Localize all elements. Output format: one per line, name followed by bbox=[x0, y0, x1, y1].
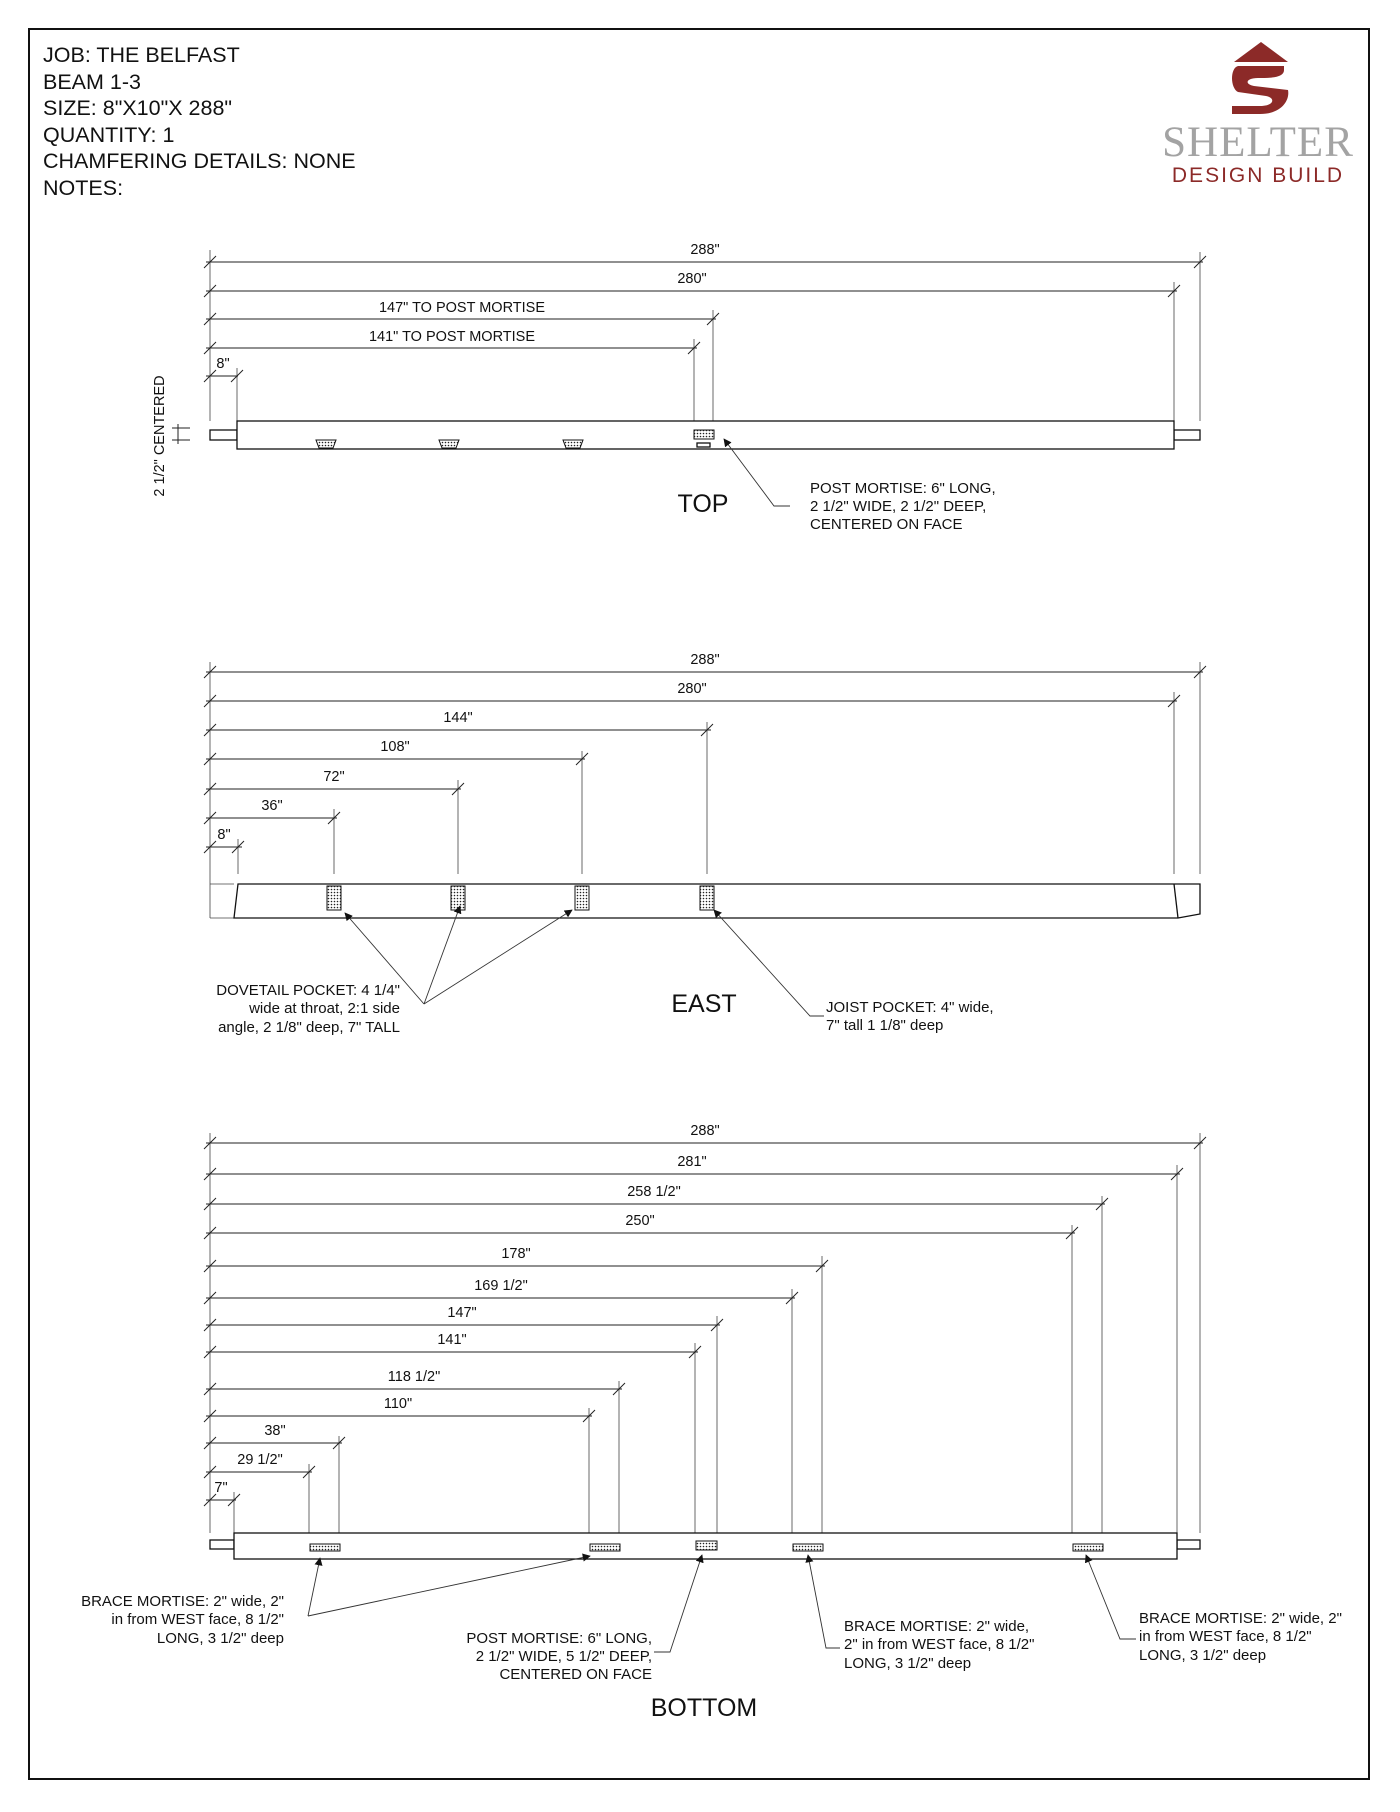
bottom-dim-110: 110" bbox=[384, 1396, 412, 1412]
svg-text:BRACE MORTISE: 2" wide,: BRACE MORTISE: 2" wide, bbox=[844, 1618, 1029, 1635]
size-line: SIZE: 8"X10"X 288" bbox=[43, 96, 233, 120]
east-dovetail-3 bbox=[574, 885, 590, 911]
east-beam bbox=[209, 883, 1201, 919]
svg-text:POST MORTISE: 6" LONG,: POST MORTISE: 6" LONG, bbox=[810, 480, 996, 497]
svg-text:2 1/2" WIDE, 2 1/2" DEEP,: 2 1/2" WIDE, 2 1/2" DEEP, bbox=[810, 498, 986, 515]
bottom-brace-mortise-1 bbox=[309, 1543, 341, 1552]
top-post-mortise-note: POST MORTISE: 6" LONG, 2 1/2" WIDE, 2 1/… bbox=[810, 480, 996, 533]
svg-text:LONG, 3 1/2" deep: LONG, 3 1/2" deep bbox=[157, 1630, 284, 1647]
bottom-dim-141: 141" bbox=[437, 1332, 466, 1348]
east-dimension-lines: 288" 280" 144" 108" 72" 36" 8" bbox=[203, 652, 1207, 884]
svg-text:in from WEST face, 8 1/2": in from WEST face, 8 1/2" bbox=[1139, 1628, 1312, 1645]
svg-text:wide at throat, 2:1 side: wide at throat, 2:1 side bbox=[248, 1000, 400, 1017]
east-dim-72: 72" bbox=[323, 769, 344, 785]
east-dovetail-note: DOVETAIL POCKET: 4 1/4" wide at throat, … bbox=[216, 982, 400, 1036]
bottom-dim-29-1-2: 29 1/2" bbox=[237, 1452, 282, 1468]
bottom-brace-note-c: BRACE MORTISE: 2" wide, 2" in from WEST … bbox=[1139, 1610, 1342, 1664]
top-side-dimension: 2 1/2" CENTERED bbox=[152, 375, 190, 497]
top-dimension-lines: 288" 280" 147" TO POST MORTISE 141" TO P… bbox=[203, 242, 1207, 421]
bottom-view-title: BOTTOM bbox=[651, 1694, 757, 1722]
bottom-brace-note-b: BRACE MORTISE: 2" wide, 2" in from WEST … bbox=[844, 1618, 1034, 1672]
bottom-dim-169-1-2: 169 1/2" bbox=[474, 1278, 528, 1294]
bottom-dimension-lines: 288" 281" 258 1/2" 250" 178" 169 1/2" 14… bbox=[203, 1123, 1207, 1548]
east-dovetail-2 bbox=[450, 885, 466, 911]
bottom-dim-288: 288" bbox=[690, 1123, 719, 1139]
bottom-dim-258-1-2: 258 1/2" bbox=[627, 1184, 681, 1200]
svg-text:POST MORTISE: 6" LONG,: POST MORTISE: 6" LONG, bbox=[466, 1630, 652, 1647]
east-view: 288" 280" 144" 108" 72" 36" 8" DOVETAIL … bbox=[203, 652, 1207, 1036]
east-dim-288: 288" bbox=[690, 652, 719, 668]
bottom-dim-281: 281" bbox=[677, 1154, 706, 1170]
bottom-dim-147: 147" bbox=[447, 1305, 476, 1321]
east-dim-108: 108" bbox=[380, 739, 409, 755]
svg-text:2" in from WEST face, 8 1/2": 2" in from WEST face, 8 1/2" bbox=[844, 1636, 1034, 1653]
bottom-post-mortise-note: POST MORTISE: 6" LONG, 2 1/2" WIDE, 5 1/… bbox=[466, 1630, 652, 1683]
top-beam bbox=[209, 420, 1201, 450]
bottom-brace-note-a: BRACE MORTISE: 2" wide, 2" in from WEST … bbox=[81, 1593, 284, 1647]
svg-text:LONG, 3 1/2" deep: LONG, 3 1/2" deep bbox=[1139, 1647, 1266, 1664]
quantity-line: QUANTITY: 1 bbox=[43, 122, 175, 147]
svg-text:CENTERED ON FACE: CENTERED ON FACE bbox=[499, 1666, 652, 1683]
svg-text:in from WEST face, 8 1/2": in from WEST face, 8 1/2" bbox=[111, 1611, 284, 1628]
top-view-title: TOP bbox=[678, 490, 729, 518]
bottom-dim-250: 250" bbox=[625, 1213, 654, 1229]
svg-text:BRACE MORTISE: 2" wide, 2": BRACE MORTISE: 2" wide, 2" bbox=[1139, 1610, 1342, 1627]
bottom-dim-118-1-2: 118 1/2" bbox=[388, 1369, 440, 1385]
svg-text:CENTERED ON FACE: CENTERED ON FACE bbox=[810, 516, 963, 533]
top-dim-8: 8" bbox=[216, 356, 229, 372]
svg-text:7" tall 1 1/8" deep: 7" tall 1 1/8" deep bbox=[826, 1017, 943, 1034]
job-line: JOB: THE BELFAST bbox=[43, 43, 240, 67]
bottom-view: 288" 281" 258 1/2" 250" 178" 169 1/2" 14… bbox=[81, 1123, 1342, 1722]
east-dim-36: 36" bbox=[261, 798, 282, 814]
top-dim-141: 141" TO POST MORTISE bbox=[369, 329, 535, 345]
drawing-border bbox=[28, 28, 1370, 1780]
bottom-beam bbox=[209, 1532, 1201, 1560]
bottom-dim-178: 178" bbox=[501, 1246, 530, 1262]
top-dovetail-3 bbox=[562, 439, 584, 449]
top-dovetail-2 bbox=[438, 439, 460, 449]
shelter-logo-mark-icon bbox=[1232, 42, 1289, 114]
top-dim-280: 280" bbox=[677, 271, 706, 287]
top-view: 288" 280" 147" TO POST MORTISE 141" TO P… bbox=[152, 242, 1207, 533]
svg-text:BRACE MORTISE: 2" wide, 2": BRACE MORTISE: 2" wide, 2" bbox=[81, 1593, 284, 1610]
svg-text:JOIST POCKET: 4" wide,: JOIST POCKET: 4" wide, bbox=[826, 999, 994, 1016]
top-dim-147: 147" TO POST MORTISE bbox=[379, 300, 545, 316]
chamfer-line: CHAMFERING DETAILS: NONE bbox=[43, 149, 356, 173]
bottom-brace-mortise-2 bbox=[589, 1543, 621, 1552]
east-joist-note: JOIST POCKET: 4" wide, 7" tall 1 1/8" de… bbox=[826, 999, 994, 1034]
bottom-dim-38: 38" bbox=[264, 1423, 285, 1439]
svg-text:angle, 2 1/8" deep, 7" TALL: angle, 2 1/8" deep, 7" TALL bbox=[218, 1019, 400, 1036]
svg-text:DOVETAIL POCKET: 4 1/4": DOVETAIL POCKET: 4 1/4" bbox=[216, 982, 400, 999]
svg-text:LONG, 3 1/2" deep: LONG, 3 1/2" deep bbox=[844, 1655, 971, 1672]
top-post-mortise bbox=[693, 429, 715, 440]
notes-line: NOTES: bbox=[43, 175, 124, 200]
top-dovetail-1 bbox=[315, 439, 337, 449]
logo-subtitle: DESIGN BUILD bbox=[1171, 164, 1345, 187]
beam-line: BEAM 1-3 bbox=[43, 69, 141, 94]
logo-wordmark: SHELTER bbox=[1162, 119, 1354, 166]
top-dim-288: 288" bbox=[690, 242, 719, 258]
svg-text:2 1/2" WIDE, 5 1/2" DEEP,: 2 1/2" WIDE, 5 1/2" DEEP, bbox=[476, 1648, 652, 1665]
top-side-dim-label: 2 1/2" CENTERED bbox=[152, 375, 168, 496]
title-block: JOB: THE BELFAST BEAM 1-3 SIZE: 8"X10"X … bbox=[43, 42, 356, 201]
east-view-title: EAST bbox=[671, 990, 736, 1018]
company-logo: SHELTER DESIGN BUILD bbox=[1158, 40, 1358, 190]
bottom-post-mortise bbox=[695, 1540, 718, 1551]
bottom-dim-7: 7" bbox=[214, 1480, 227, 1496]
bottom-brace-mortise-4 bbox=[1072, 1543, 1104, 1552]
east-joist-pocket bbox=[699, 885, 715, 911]
east-dim-280: 280" bbox=[677, 681, 706, 697]
east-dim-144: 144" bbox=[443, 710, 472, 726]
east-dim-8: 8" bbox=[217, 827, 230, 843]
east-dovetail-1 bbox=[326, 885, 342, 911]
bottom-brace-mortise-3 bbox=[792, 1543, 824, 1552]
